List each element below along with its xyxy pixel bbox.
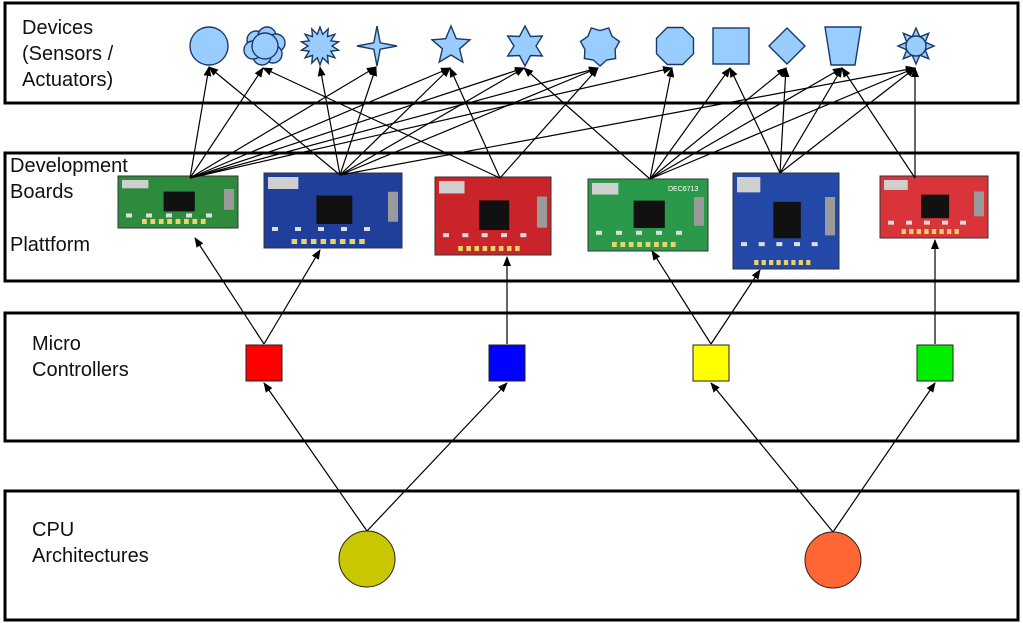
arrow-m1-to-b2	[263, 249, 321, 345]
arrow-b2-to-d3	[317, 66, 341, 176]
microcontroller-m4-square	[916, 344, 954, 382]
cpu-architecture-c2-circle	[804, 531, 862, 589]
microcontroller-m1-square	[245, 344, 283, 382]
blue-proto-board-image	[263, 172, 403, 249]
arrow-b3-to-d2	[262, 67, 501, 179]
circle-icon	[189, 26, 229, 66]
arrow-m3-to-b5	[710, 269, 761, 345]
devices-frame	[3, 1, 1020, 105]
usb-stick-board-image	[117, 175, 239, 229]
arrow-b1-to-d1	[189, 66, 212, 179]
cloud-icon	[243, 26, 286, 66]
arrow-c2-to-m4	[832, 382, 936, 533]
blue-io-board-image	[732, 172, 840, 270]
microcontroller-m3-square	[692, 344, 730, 382]
boards-layer-label: Development Boards	[10, 155, 128, 203]
arrow-b2-to-d1	[208, 66, 341, 176]
arrow-c1-to-m2	[366, 382, 508, 532]
arrow-b6-to-d11	[841, 67, 916, 179]
arrow-b4-to-d9	[649, 67, 731, 180]
cpu-architectures-frame	[3, 489, 1020, 622]
micro-controllers-layer-label: Micro Controllers	[32, 333, 129, 381]
arrow-b2-to-d5	[339, 67, 451, 176]
boards-frame	[3, 151, 1020, 283]
platform-label: Plattform	[10, 234, 91, 256]
arrow-m1-to-b1	[194, 237, 265, 345]
cpu-architectures-layer-label: CPU Architectures	[32, 519, 149, 567]
square-icon	[712, 27, 750, 65]
arrow-b3-to-d7	[499, 67, 599, 179]
six-point-star-icon	[506, 24, 544, 68]
octagon-icon	[655, 26, 695, 66]
arrow-b4-to-d11	[649, 67, 843, 180]
arrow-b1-to-d4	[189, 66, 377, 179]
cpu-architecture-c1-circle	[338, 530, 396, 588]
sun-icon	[896, 26, 936, 66]
diamond-icon	[768, 27, 806, 65]
arrow-b2-to-d4	[339, 66, 377, 176]
arrow-b5-to-d12	[779, 67, 916, 174]
arrow-b4-to-d8	[649, 67, 675, 180]
red-board-2-image	[879, 175, 989, 239]
arrow-b1-to-d8	[189, 66, 673, 179]
arrow-c1-to-m1	[263, 382, 368, 532]
micro-controllers-frame	[3, 311, 1020, 443]
arrow-b2-to-d7	[339, 67, 599, 176]
burst-icon	[299, 24, 341, 68]
trapezoid-icon	[824, 26, 862, 66]
arrow-b3-to-d5	[449, 67, 501, 179]
arrow-b4-to-d6	[523, 67, 651, 180]
microcontroller-m2-square	[488, 344, 526, 382]
arrow-b5-to-d10	[779, 67, 790, 174]
arrow-c2-to-m3	[710, 382, 834, 533]
five-point-star-icon	[430, 24, 472, 64]
heptagon-icon	[579, 27, 621, 67]
arrow-b5-to-d9	[729, 67, 781, 174]
arrow-b4-to-d10	[649, 67, 787, 180]
arrow-b5-to-d11	[779, 67, 843, 174]
red-board-1-image	[434, 176, 552, 256]
board-chip-label: DEC6713	[668, 186, 698, 193]
green-dsp-board-image: DEC6713	[587, 178, 709, 252]
arrow-b2-to-d6	[339, 67, 525, 176]
arrow-b1-to-d2	[189, 67, 264, 179]
four-point-star-icon	[356, 25, 398, 67]
devices-layer-label: Devices (Sensors / Actuators)	[22, 17, 114, 91]
arrow-b1-to-d5	[189, 67, 451, 179]
arrow-b2-to-d12	[339, 65, 916, 176]
arrow-m3-to-b4	[651, 250, 712, 345]
